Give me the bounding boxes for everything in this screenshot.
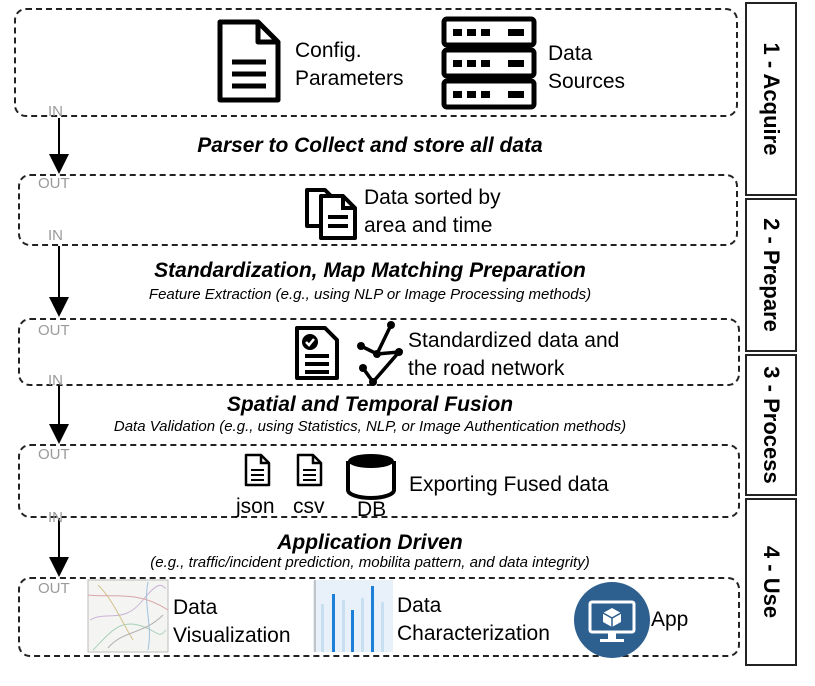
standardized-data-label: Standardized data and the road network bbox=[408, 329, 620, 380]
step-standardization-title: Standardization, Map Matching Preparatio… bbox=[154, 259, 586, 282]
out-label-1: OUT bbox=[38, 175, 70, 192]
step-fusion-title: Spatial and Temporal Fusion bbox=[226, 393, 514, 416]
box-applications bbox=[18, 577, 740, 657]
box-fused-data bbox=[18, 444, 740, 518]
step-application-subtitle: (e.g., traffic/incident prediction, mobi… bbox=[150, 554, 590, 571]
out-label-3: OUT bbox=[38, 446, 70, 463]
exporting-fused-data-label: Exporting Fused data bbox=[409, 473, 609, 496]
app-label: App bbox=[651, 608, 689, 631]
out-label-4: OUT bbox=[38, 580, 70, 597]
json-file-icon bbox=[244, 453, 271, 487]
in-label-3: IN bbox=[48, 372, 63, 389]
box-acquire-inputs bbox=[14, 8, 738, 117]
step-standardization-subtitle: Feature Extraction (e.g., using NLP or I… bbox=[148, 286, 592, 303]
json-label: json bbox=[236, 495, 275, 518]
box-sorted-data bbox=[18, 174, 738, 246]
app-icon bbox=[574, 582, 650, 658]
box-standardized-data bbox=[18, 318, 740, 386]
csv-label: csv bbox=[293, 495, 325, 518]
csv-file-icon bbox=[296, 453, 323, 487]
server-icon bbox=[441, 16, 537, 110]
data-characterization-label: Data Characterization bbox=[397, 594, 550, 645]
stage-process: 3 - Process bbox=[745, 354, 797, 496]
step-application-title: Application Driven bbox=[277, 531, 463, 554]
data-visualization-label: Data Visualization bbox=[173, 596, 291, 647]
step-fusion-subtitle: Data Validation (e.g., using Statistics,… bbox=[113, 418, 627, 435]
document-icon bbox=[217, 19, 281, 103]
in-label-4: IN bbox=[48, 509, 63, 526]
checked-document-icon bbox=[295, 326, 339, 380]
stage-acquire: 1 - Acquire bbox=[745, 2, 797, 196]
step-parser-title: Parser to Collect and store all data bbox=[197, 134, 543, 157]
db-label: DB bbox=[357, 498, 387, 521]
database-icon bbox=[346, 454, 396, 500]
sorted-data-label: Data sorted by area and time bbox=[364, 186, 501, 237]
config-parameters-label: Config. Parameters bbox=[295, 39, 404, 90]
bar-chart-thumbnail bbox=[313, 580, 393, 652]
in-label-1: IN bbox=[48, 103, 63, 120]
stage-use: 4 - Use bbox=[745, 498, 797, 666]
copy-documents-icon bbox=[305, 188, 357, 240]
stage-prepare: 2 - Prepare bbox=[745, 198, 797, 352]
map-thumbnail bbox=[87, 579, 169, 653]
out-label-2: OUT bbox=[38, 322, 70, 339]
road-network-icon bbox=[357, 321, 404, 386]
data-sources-label: Data Sources bbox=[548, 42, 626, 93]
in-label-2: IN bbox=[48, 227, 63, 244]
